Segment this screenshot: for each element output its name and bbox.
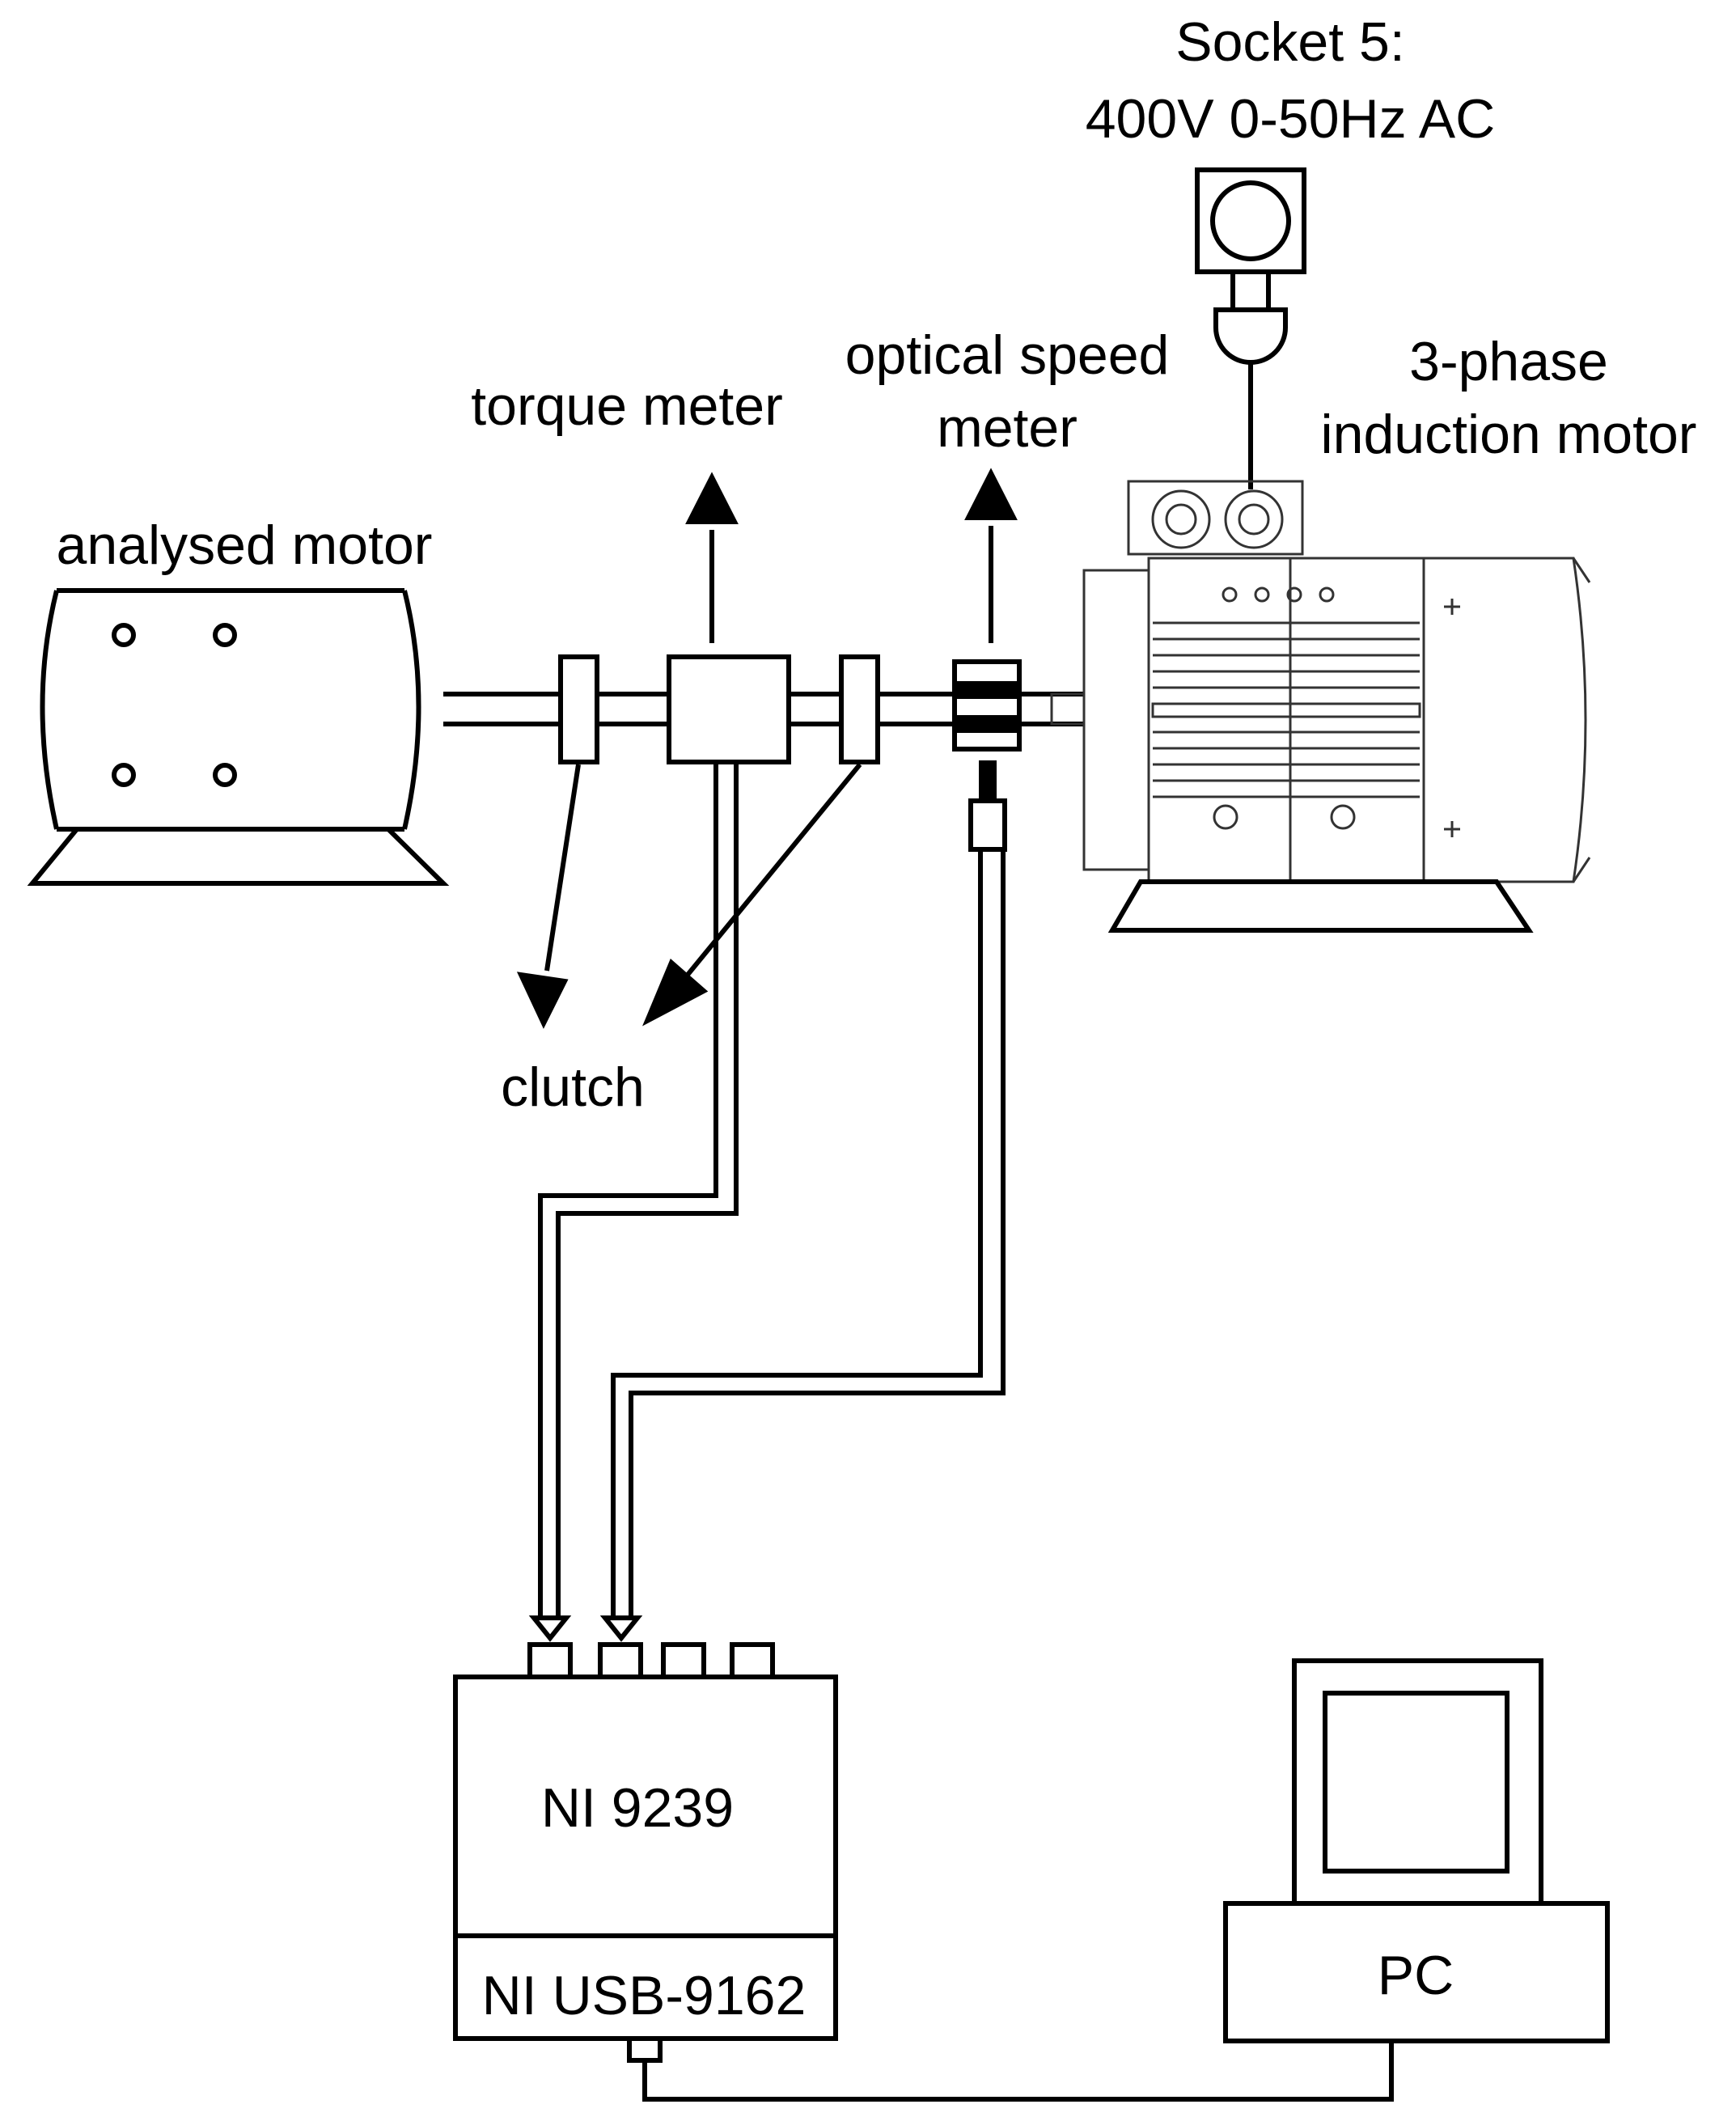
signal-cables <box>528 764 1006 1642</box>
optical-speed-meter-label-line2: meter <box>937 397 1078 459</box>
torque-meter-label: torque meter <box>471 375 783 437</box>
pc <box>1223 1658 1610 2043</box>
daq-module-label: NI 9239 <box>541 1777 734 1839</box>
clutch-label: clutch <box>501 1056 645 1118</box>
torque-meter <box>667 654 791 764</box>
optical-speed-meter <box>952 659 1022 852</box>
daq-usb-label: NI USB-9162 <box>482 1965 807 2026</box>
clutch-left <box>558 654 599 764</box>
optical-speed-meter-label-line1: optical speed <box>845 324 1170 386</box>
induction-motor-base <box>1107 879 1534 933</box>
analysed-motor <box>27 588 450 886</box>
induction-motor-label-line1: 3-phase <box>1409 331 1608 392</box>
pc-label: PC <box>1378 1945 1454 2006</box>
socket-label-line1: Socket 5: <box>1175 11 1405 73</box>
induction-motor <box>1050 480 1591 883</box>
analysed-motor-label: analysed motor <box>57 514 433 576</box>
power-socket <box>1195 167 1306 274</box>
socket-label-line2: 400V 0-50Hz AC <box>1086 88 1496 150</box>
clutch-right <box>839 654 880 764</box>
usb-cable <box>642 2041 1394 2102</box>
daq-device <box>453 1642 838 2063</box>
induction-motor-label-line2: induction motor <box>1321 404 1697 465</box>
power-plug <box>1213 272 1288 489</box>
